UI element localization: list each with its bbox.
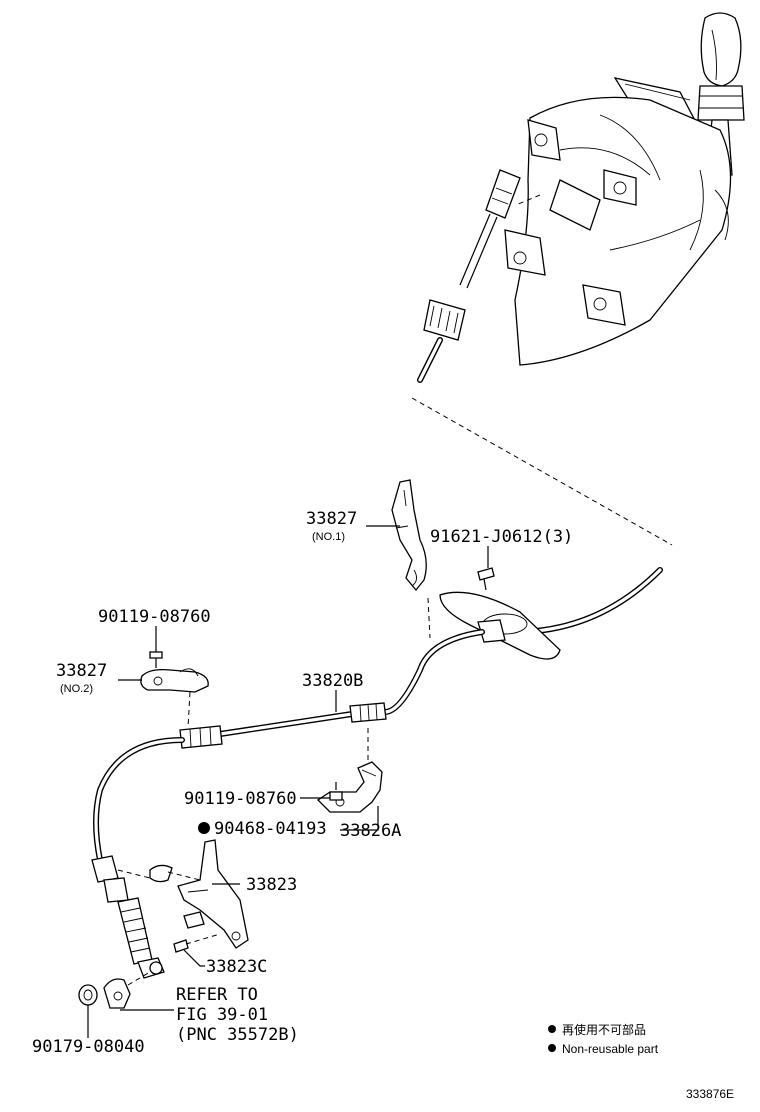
shift-lever-assembly xyxy=(504,12,745,366)
label-33827-no1-sub: (NO.1) xyxy=(312,531,345,543)
clip-90468-icon xyxy=(149,864,173,883)
bolt-91621-icon xyxy=(477,567,495,591)
ref-line-1: REFER TO xyxy=(176,985,258,1005)
label-90468: 90468-04193 xyxy=(214,819,327,839)
bolt-33823c-icon xyxy=(173,933,221,953)
legend: 再使用不可部品 Non-reusable part xyxy=(548,1022,659,1056)
label-33827-no2-sub: (NO.2) xyxy=(60,683,93,695)
label-33827-no1: 33827 xyxy=(306,509,357,529)
nut-90179-icon xyxy=(78,984,98,1006)
legend-line-1: 再使用不可部品 xyxy=(562,1022,646,1037)
label-33827-no2: 33827 xyxy=(56,661,107,681)
label-91621: 91621-J0612(3) xyxy=(430,527,573,547)
bolt-90119-mid-icon xyxy=(329,782,343,801)
label-90119-mid: 90119-08760 xyxy=(184,789,297,809)
clip-lower-icon xyxy=(103,978,131,1009)
bracket-33823 xyxy=(167,839,249,949)
ref-line-3: (PNC 35572B) xyxy=(176,1025,299,1045)
shift-cable-33820b xyxy=(91,567,663,979)
label-90179: 90179-08040 xyxy=(32,1037,145,1057)
clamp-33827-no1 xyxy=(391,479,427,592)
clamp-33827-no2 xyxy=(140,668,209,693)
label-33823: 33823 xyxy=(246,875,297,895)
figure-id: 333876E xyxy=(686,1087,734,1101)
legend-line-2: Non-reusable part xyxy=(562,1042,659,1056)
legend-bullet-icon xyxy=(548,1025,556,1033)
label-33820b: 33820B xyxy=(302,671,363,691)
bracket-33826a xyxy=(316,761,383,813)
upper-cable-end xyxy=(411,169,673,546)
legend-bullet-icon xyxy=(548,1044,556,1052)
label-33826a: 33826A xyxy=(340,821,401,841)
leader-lines xyxy=(87,525,489,1038)
non-reusable-bullet-icon xyxy=(198,822,210,834)
label-33823c: 33823C xyxy=(206,957,267,977)
ref-line-2: FIG 39-01 xyxy=(176,1005,268,1025)
label-90119-top: 90119-08760 xyxy=(98,607,211,627)
bolt-90119-top-icon xyxy=(149,651,163,668)
